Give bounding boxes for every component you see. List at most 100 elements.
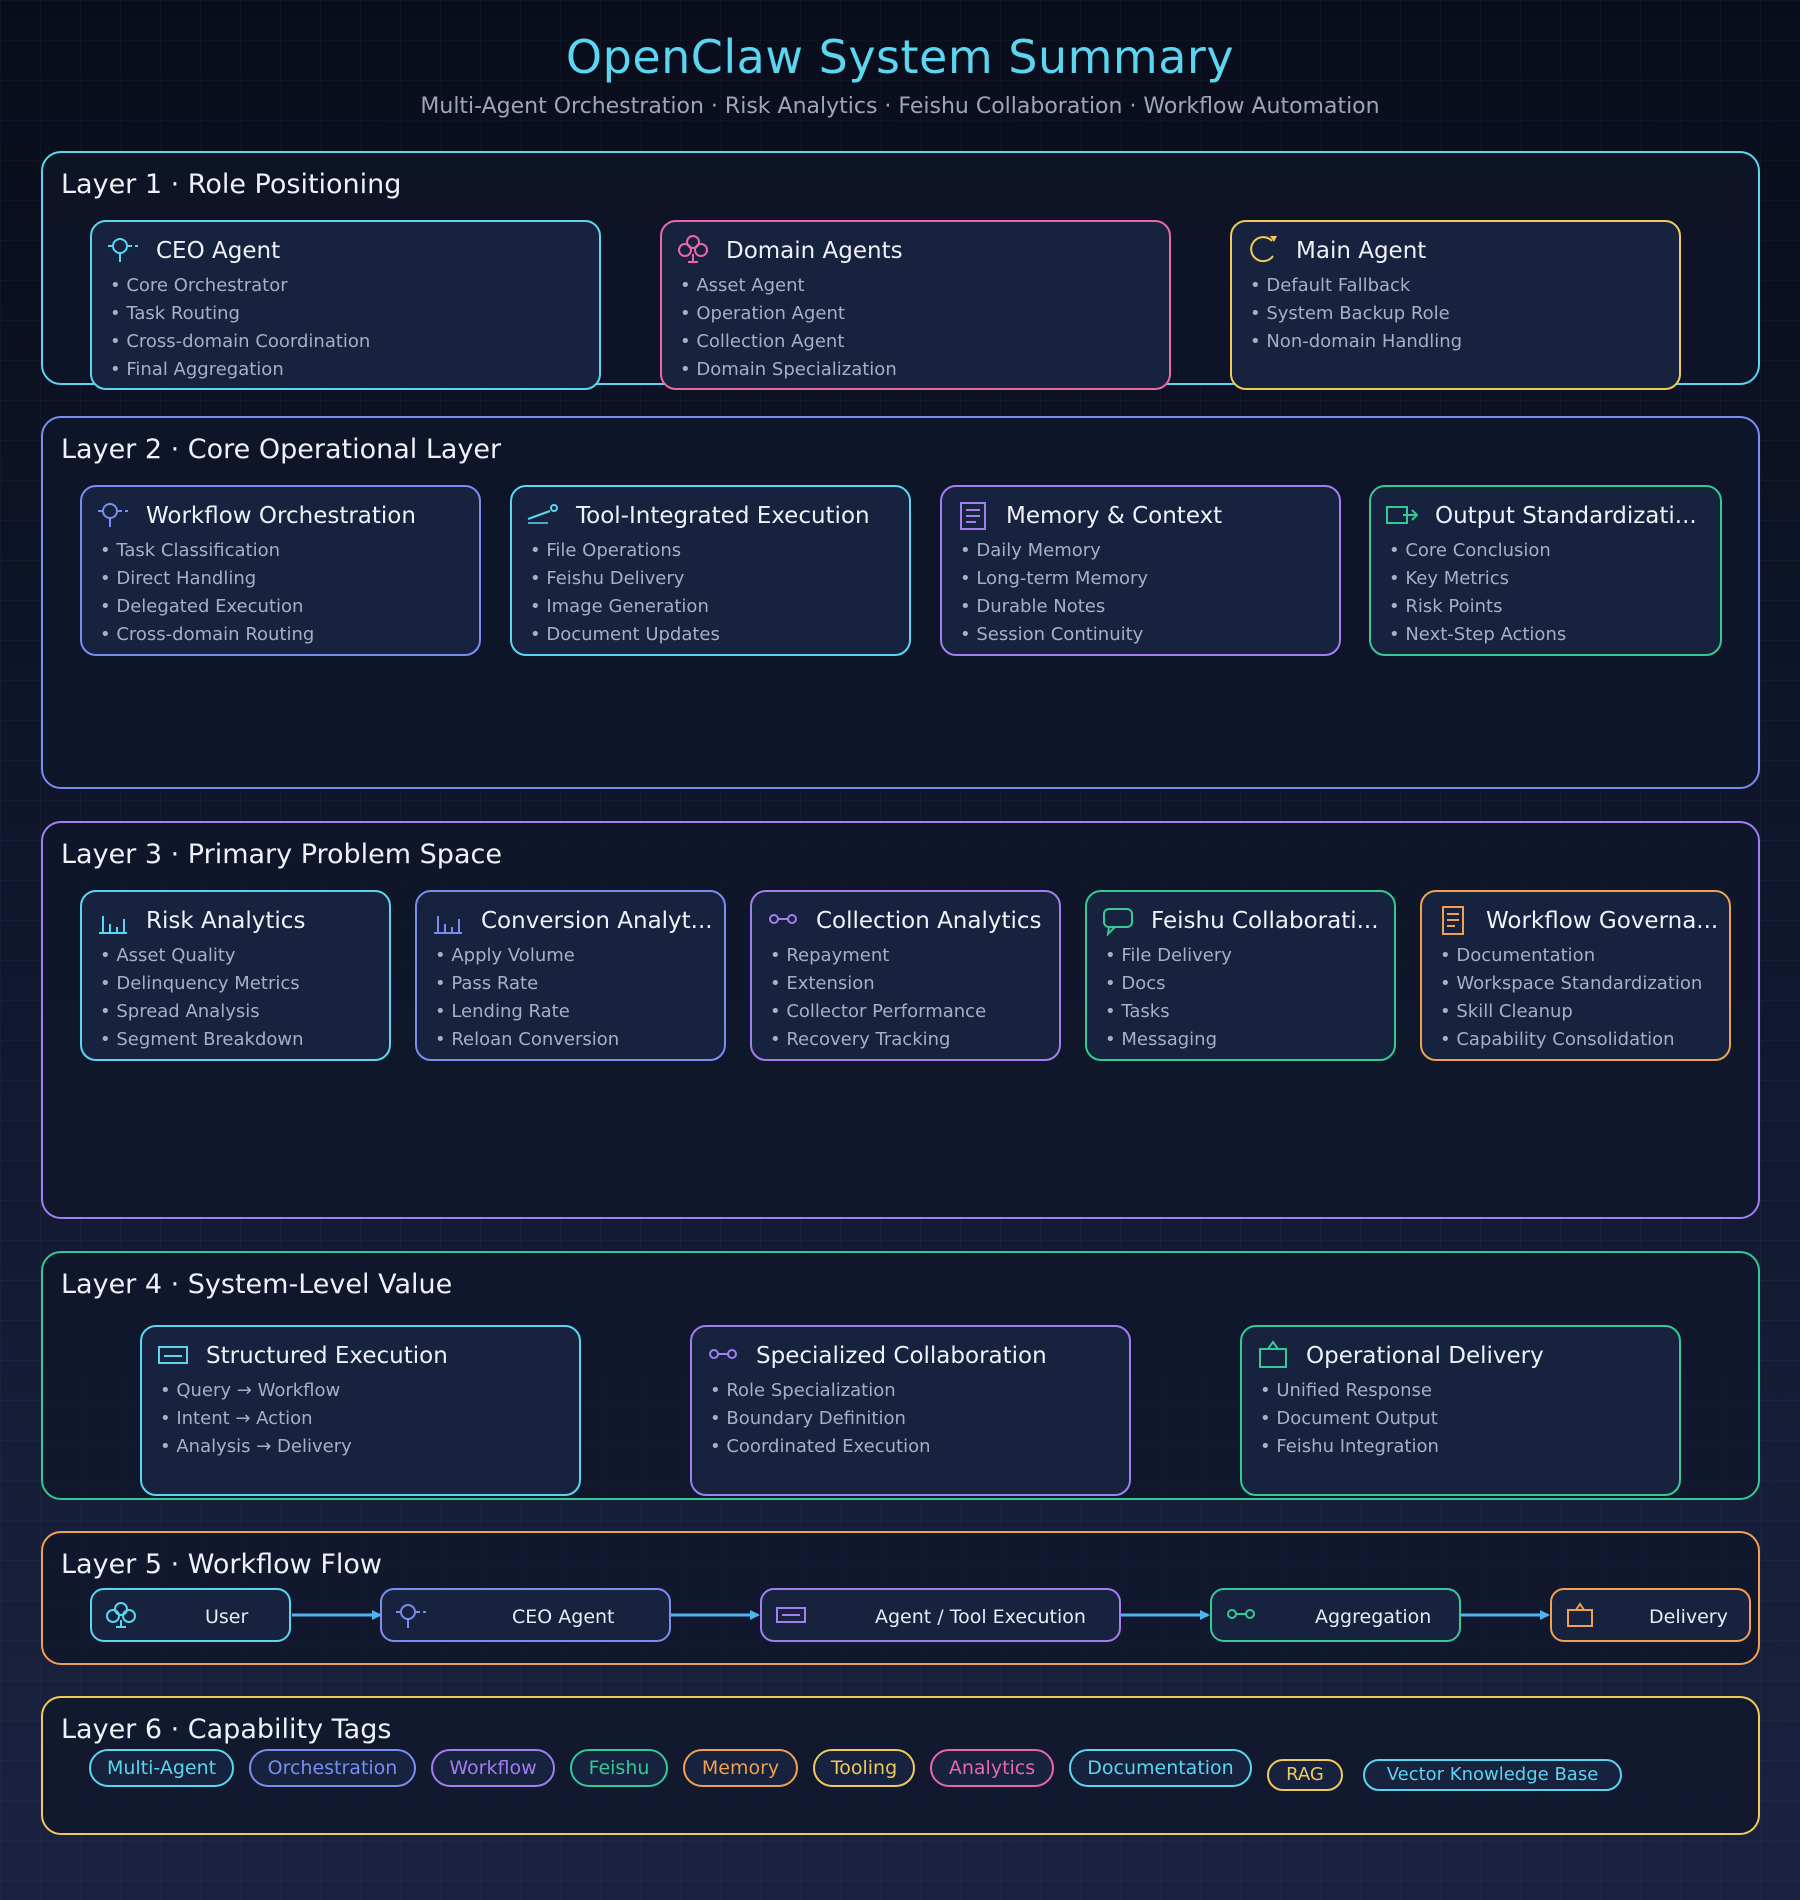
layer-title: Layer 4 · System-Level Value (61, 1269, 453, 1300)
export-icon (1385, 497, 1419, 535)
list-item: Image Generation (530, 593, 720, 621)
card-title: Output Standardizati... (1435, 503, 1697, 529)
network-icon (676, 232, 710, 270)
card-title: Collection Analytics (816, 908, 1042, 934)
list-item: Risk Points (1389, 593, 1566, 621)
list-item: Session Continuity (960, 621, 1148, 649)
flow-node-delivery: Delivery (1550, 1588, 1751, 1642)
list-item: Durable Notes (960, 593, 1148, 621)
list-item: Task Classification (100, 537, 314, 565)
list-item: Feishu Delivery (530, 565, 720, 593)
flow-node-ceo-agent: CEO Agent (380, 1588, 671, 1642)
document-icon (1436, 902, 1470, 940)
layer-title: Layer 5 · Workflow Flow (61, 1549, 382, 1580)
card-feishu-collaboration: Feishu Collaborati... File Delivery Docs… (1085, 890, 1396, 1061)
page-subtitle: Multi-Agent Orchestration · Risk Analyti… (420, 94, 1380, 119)
card-workflow-governance: Workflow Governa... Documentation Worksp… (1420, 890, 1731, 1061)
card-structured-execution: Structured Execution Query → Workflow In… (140, 1325, 581, 1496)
list-item: Core Orchestrator (110, 272, 370, 300)
flow-node-label: Delivery (1649, 1606, 1728, 1628)
list-item: Unified Response (1260, 1377, 1439, 1405)
page-title: OpenClaw System Summary (565, 30, 1235, 84)
list-item: Non-domain Handling (1250, 328, 1462, 356)
flow-node-label: Aggregation (1315, 1606, 1432, 1628)
card-title: Workflow Governa... (1486, 908, 1719, 934)
card-workflow-orchestration: Workflow Orchestration Task Classificati… (80, 485, 481, 656)
layer-title: Layer 6 · Capability Tags (61, 1714, 392, 1745)
list-item: File Delivery (1105, 942, 1232, 970)
flow-node-label: User (205, 1606, 249, 1628)
list-item: Collector Performance (770, 998, 986, 1026)
tag-orchestration: Orchestration (249, 1749, 416, 1787)
layer-title: Layer 1 · Role Positioning (61, 169, 402, 200)
card-title: Conversion Analyt... (481, 908, 713, 934)
wrench-icon (526, 497, 560, 535)
list-item: System Backup Role (1250, 300, 1462, 328)
list-item: Pass Rate (435, 970, 619, 998)
card-title: Operational Delivery (1306, 1343, 1544, 1369)
card-output-standardization: Output Standardizati... Core Conclusion … (1369, 485, 1722, 656)
list-item: Domain Specialization (680, 356, 896, 384)
list-item: Cross-domain Routing (100, 621, 314, 649)
list-item: Default Fallback (1250, 272, 1462, 300)
flow-node-label: CEO Agent (512, 1606, 615, 1628)
list-item: Docs (1105, 970, 1232, 998)
card-risk-analytics: Risk Analytics Asset Quality Delinquency… (80, 890, 391, 1061)
card-title: CEO Agent (156, 238, 281, 264)
list-item: Task Routing (110, 300, 370, 328)
tag-feishu: Feishu (570, 1749, 668, 1787)
list-item: Segment Breakdown (100, 1026, 303, 1054)
tag-vector-knowledge-base: Vector Knowledge Base (1363, 1759, 1622, 1791)
tag-memory: Memory (683, 1749, 798, 1787)
list-item: Role Specialization (710, 1377, 931, 1405)
card-title: Tool-Integrated Execution (576, 503, 870, 529)
list-item: Cross-domain Coordination (110, 328, 370, 356)
package-icon (1256, 1337, 1290, 1375)
list-item: Coordinated Execution (710, 1433, 930, 1461)
list-item: Next-Step Actions (1389, 621, 1566, 649)
list-item: Feishu Integration (1260, 1433, 1439, 1461)
card-title: Risk Analytics (146, 908, 306, 934)
list-item: Core Conclusion (1389, 537, 1566, 565)
link-icon (706, 1337, 740, 1375)
list-item: Spread Analysis (100, 998, 304, 1026)
chat-icon (1101, 902, 1135, 940)
list-item: Capability Consolidation (1440, 1026, 1702, 1054)
tag-analytics: Analytics (930, 1749, 1054, 1787)
list-item: Daily Memory (960, 537, 1148, 565)
list-item: Repayment (770, 942, 986, 970)
list-item: Operation Agent (680, 300, 897, 328)
list-item: Document Output (1260, 1405, 1439, 1433)
list-item: Reloan Conversion (435, 1026, 619, 1054)
tag-tooling: Tooling (813, 1749, 915, 1787)
list-item: Recovery Tracking (770, 1026, 986, 1054)
target-icon (106, 232, 140, 270)
list-item: Tasks (1105, 998, 1232, 1026)
card-memory-context: Memory & Context Daily Memory Long-term … (940, 485, 1341, 656)
list-item: Key Metrics (1389, 565, 1566, 593)
list-item: Collection Agent (680, 328, 897, 356)
tag-multi-agent: Multi-Agent (89, 1749, 234, 1787)
list-item: Asset Agent (680, 272, 897, 300)
flow-node-agent-tool-execution: Agent / Tool Execution (760, 1588, 1121, 1642)
card-title: Structured Execution (206, 1343, 448, 1369)
list-item: Query → Workflow (160, 1377, 352, 1405)
layer-title: Layer 3 · Primary Problem Space (61, 839, 502, 870)
card-ceo-agent: CEO Agent Core Orchestrator Task Routing… (90, 220, 601, 390)
terminal-icon (156, 1337, 190, 1375)
bar-chart-icon (431, 902, 465, 940)
list-item: Messaging (1105, 1026, 1232, 1054)
card-specialized-collaboration: Specialized Collaboration Role Specializ… (690, 1325, 1131, 1496)
list-item: Asset Quality (100, 942, 304, 970)
card-main-agent: Main Agent Default Fallback System Backu… (1230, 220, 1681, 390)
card-conversion-analytics: Conversion Analyt... Apply Volume Pass R… (415, 890, 726, 1061)
tag-workflow: Workflow (431, 1749, 555, 1787)
list-item: Analysis → Delivery (160, 1433, 351, 1461)
list-item: Extension (770, 970, 986, 998)
list-item: Apply Volume (435, 942, 619, 970)
list-item: Delegated Execution (100, 593, 314, 621)
flow-node-label: Agent / Tool Execution (875, 1606, 1086, 1628)
card-title: Workflow Orchestration (146, 503, 416, 529)
list-item: Boundary Definition (710, 1405, 931, 1433)
list-item: Intent → Action (160, 1405, 352, 1433)
